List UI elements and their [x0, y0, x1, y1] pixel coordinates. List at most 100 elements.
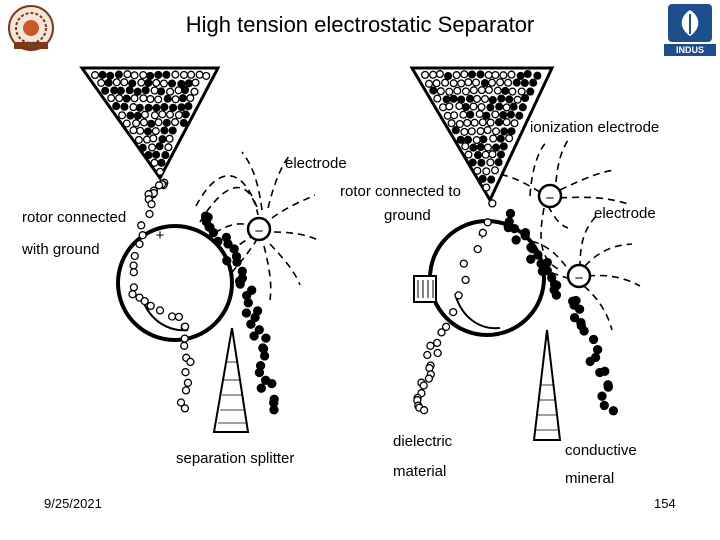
hopper-particle — [184, 102, 193, 111]
dielectric-particle — [154, 181, 164, 190]
hopper-particle — [487, 78, 497, 87]
hopper-particle — [142, 135, 152, 144]
hopper-particle — [468, 158, 477, 167]
left-rotor — [116, 224, 234, 342]
dielectric-particle — [437, 328, 446, 337]
right-electrode-minus: − — [575, 270, 584, 287]
hopper-particle — [163, 94, 172, 103]
hopper-particle — [104, 78, 113, 87]
hopper-particle — [459, 110, 468, 119]
hopper-particle — [429, 70, 438, 79]
hopper-particle — [136, 126, 145, 135]
hopper-particle — [436, 87, 445, 96]
hopper-particle — [499, 142, 508, 151]
conductive-particle — [527, 244, 538, 254]
hopper-particle — [480, 94, 490, 104]
conductive-particle — [542, 257, 552, 268]
hopper-particle — [470, 118, 479, 127]
hopper-particle — [510, 119, 519, 128]
hopper-particle — [505, 134, 514, 143]
hopper-particle — [149, 134, 158, 143]
hopper-particle — [150, 86, 159, 95]
hopper-particle — [179, 118, 188, 127]
dielectric-particle — [419, 381, 428, 390]
hopper-particle — [101, 86, 110, 95]
right-separator-diagram: + − − ionization electrode rotor connect… — [340, 66, 659, 487]
hopper-particle — [533, 71, 542, 80]
dielectric-particle — [478, 228, 488, 237]
right-brush — [413, 275, 437, 303]
conductive-particle — [235, 279, 245, 289]
hopper-particle — [480, 79, 489, 88]
indus-logo-text: INDUS — [676, 45, 704, 55]
right-electrode — [566, 263, 592, 289]
dielectric-particle — [441, 322, 451, 331]
hopper-particle — [147, 119, 156, 128]
conductive-particle — [537, 266, 548, 276]
hopper-particle — [463, 118, 472, 127]
hopper-particle — [445, 87, 454, 96]
hopper-particle — [144, 103, 153, 112]
conductive-particle — [599, 400, 609, 411]
hopper-particle — [168, 126, 177, 135]
hopper-particle — [110, 86, 119, 95]
dielectric-particle — [433, 348, 442, 358]
hopper-particle — [159, 79, 168, 88]
hopper-particle — [478, 118, 487, 127]
hopper-particle — [130, 94, 139, 103]
hopper-particle — [177, 79, 186, 88]
hopper-particle — [453, 86, 462, 95]
hopper-particle — [115, 94, 124, 103]
conductive-particle — [505, 208, 516, 219]
hopper-particle — [496, 78, 505, 87]
dielectric-particle — [180, 404, 190, 413]
conductive-particle — [526, 254, 536, 264]
dielectric-particle — [181, 386, 191, 395]
hopper-particle — [144, 78, 153, 87]
hopper-particle — [195, 70, 204, 79]
hopper-particle — [174, 110, 183, 120]
hopper-particle — [460, 127, 469, 136]
hopper-particle — [479, 135, 488, 144]
hopper-particle — [424, 79, 434, 88]
right-ionization-minus: − — [546, 190, 555, 207]
conductive-particle — [267, 378, 277, 389]
hopper-particle — [97, 78, 106, 87]
conductive-particle — [259, 351, 270, 361]
dielectric-particle — [129, 261, 138, 270]
hopper-particle — [165, 110, 175, 119]
conductive-particle — [208, 227, 219, 238]
right-falling-particles — [413, 199, 619, 416]
hopper-particle — [130, 71, 139, 80]
hopper-particle — [463, 135, 473, 144]
hopper-particle — [421, 70, 430, 79]
hopper-particle — [171, 70, 180, 79]
dielectric-particle — [135, 239, 144, 249]
hopper-particle — [483, 143, 492, 152]
hopper-particle — [499, 111, 508, 120]
hopper-particle — [469, 102, 478, 111]
hopper-particle — [157, 158, 166, 167]
hopper-particle — [499, 71, 508, 80]
hopper-particle — [107, 94, 116, 103]
conductive-particle — [250, 312, 260, 323]
hopper-particle — [491, 143, 501, 152]
dielectric-particle — [176, 398, 186, 407]
hopper-particle — [493, 86, 502, 95]
hopper-particle — [501, 86, 510, 95]
conductive-particle — [597, 391, 607, 401]
hopper-particle — [486, 118, 495, 127]
hopper-particle — [504, 78, 513, 87]
right-splitter-hatch — [536, 384, 558, 431]
hopper-particle — [486, 158, 495, 167]
hopper-particle — [98, 70, 107, 79]
hopper-particle — [502, 103, 511, 112]
hopper-particle — [516, 71, 525, 80]
conductive-particle — [503, 222, 513, 233]
left-electrode-minus: − — [255, 223, 264, 240]
hopper-particle — [476, 127, 485, 136]
hopper-particle — [461, 103, 470, 112]
hopper-particle — [123, 70, 132, 79]
hopper-particle — [460, 70, 469, 79]
